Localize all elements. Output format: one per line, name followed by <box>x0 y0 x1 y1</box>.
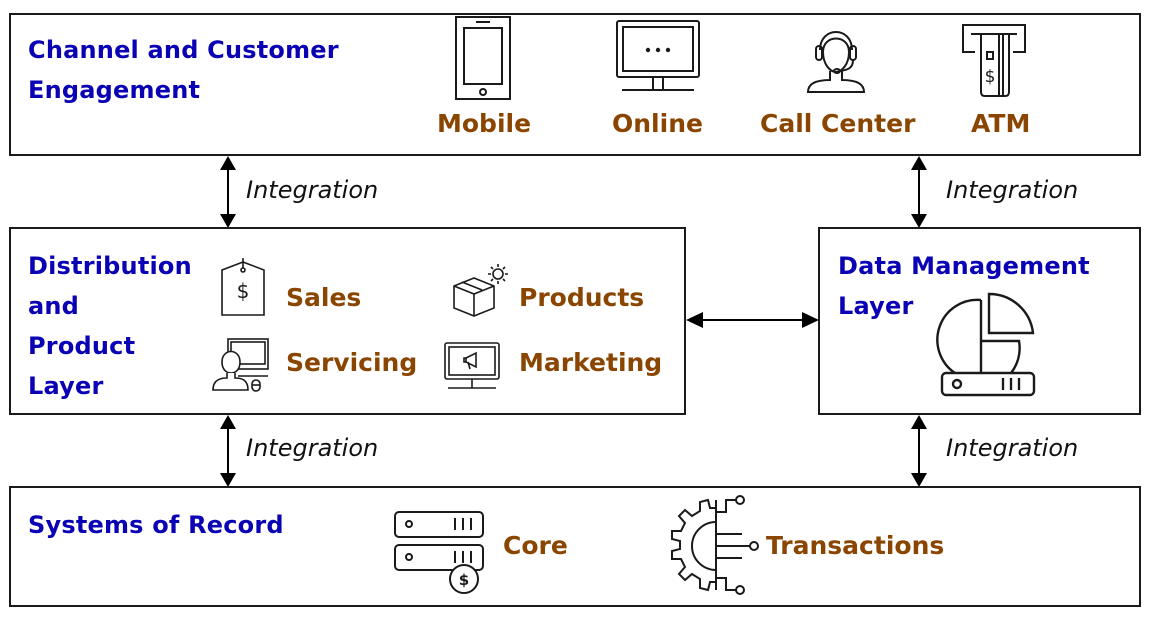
atm-card-icon: $ <box>962 24 1026 98</box>
bidirectional-arrow-distribution-data <box>686 311 819 329</box>
channel-engagement-layer <box>9 13 1141 156</box>
gear-circuit-icon <box>666 494 776 595</box>
integration-label: Integration <box>946 434 1079 462</box>
desktop-monitor-icon <box>616 20 700 92</box>
headset-agent-icon <box>806 22 866 94</box>
integration-label: Integration <box>246 176 379 204</box>
distribution-item-servicing: Servicing <box>286 348 418 377</box>
price-tag-icon: $ <box>221 258 265 316</box>
data-management-layer <box>818 227 1141 415</box>
channel-item-online: Online <box>612 109 703 138</box>
distribution-layer-title: Distribution and Product Layer <box>28 252 192 400</box>
integration-label: Integration <box>946 176 1079 204</box>
monitor-megaphone-icon <box>444 342 500 390</box>
svg-text:$: $ <box>237 279 250 303</box>
record-item-core: Core <box>503 531 568 560</box>
record-item-transactions: Transactions <box>766 531 945 560</box>
integration-arrow-channel-distribution <box>219 156 237 228</box>
distribution-item-products: Products <box>519 283 645 312</box>
channel-layer-title: Channel and Customer Engagement <box>28 36 339 104</box>
integration-label: Integration <box>246 434 379 462</box>
channel-item-mobile: Mobile <box>437 109 532 138</box>
channel-item-call-center: Call Center <box>760 109 916 138</box>
channel-item-atm: ATM <box>971 109 1031 138</box>
box-gear-icon <box>452 262 512 320</box>
systems-of-record-title: Systems of Record <box>28 511 284 539</box>
server-dollar-icon: $ <box>394 511 486 595</box>
user-computer-icon <box>212 338 270 392</box>
integration-arrow-data-record <box>910 415 928 487</box>
data-management-title: Data Management Layer <box>838 252 1090 320</box>
systems-of-record-layer <box>9 486 1141 607</box>
svg-text:$: $ <box>985 67 996 87</box>
integration-arrow-channel-data <box>910 156 928 228</box>
mobile-phone-icon <box>455 16 511 100</box>
distribution-item-marketing: Marketing <box>519 348 663 377</box>
distribution-product-layer <box>9 227 686 415</box>
distribution-item-sales: Sales <box>286 283 362 312</box>
pie-chart-server-icon <box>936 292 1037 397</box>
svg-text:$: $ <box>459 571 469 589</box>
integration-arrow-distribution-record <box>219 415 237 487</box>
